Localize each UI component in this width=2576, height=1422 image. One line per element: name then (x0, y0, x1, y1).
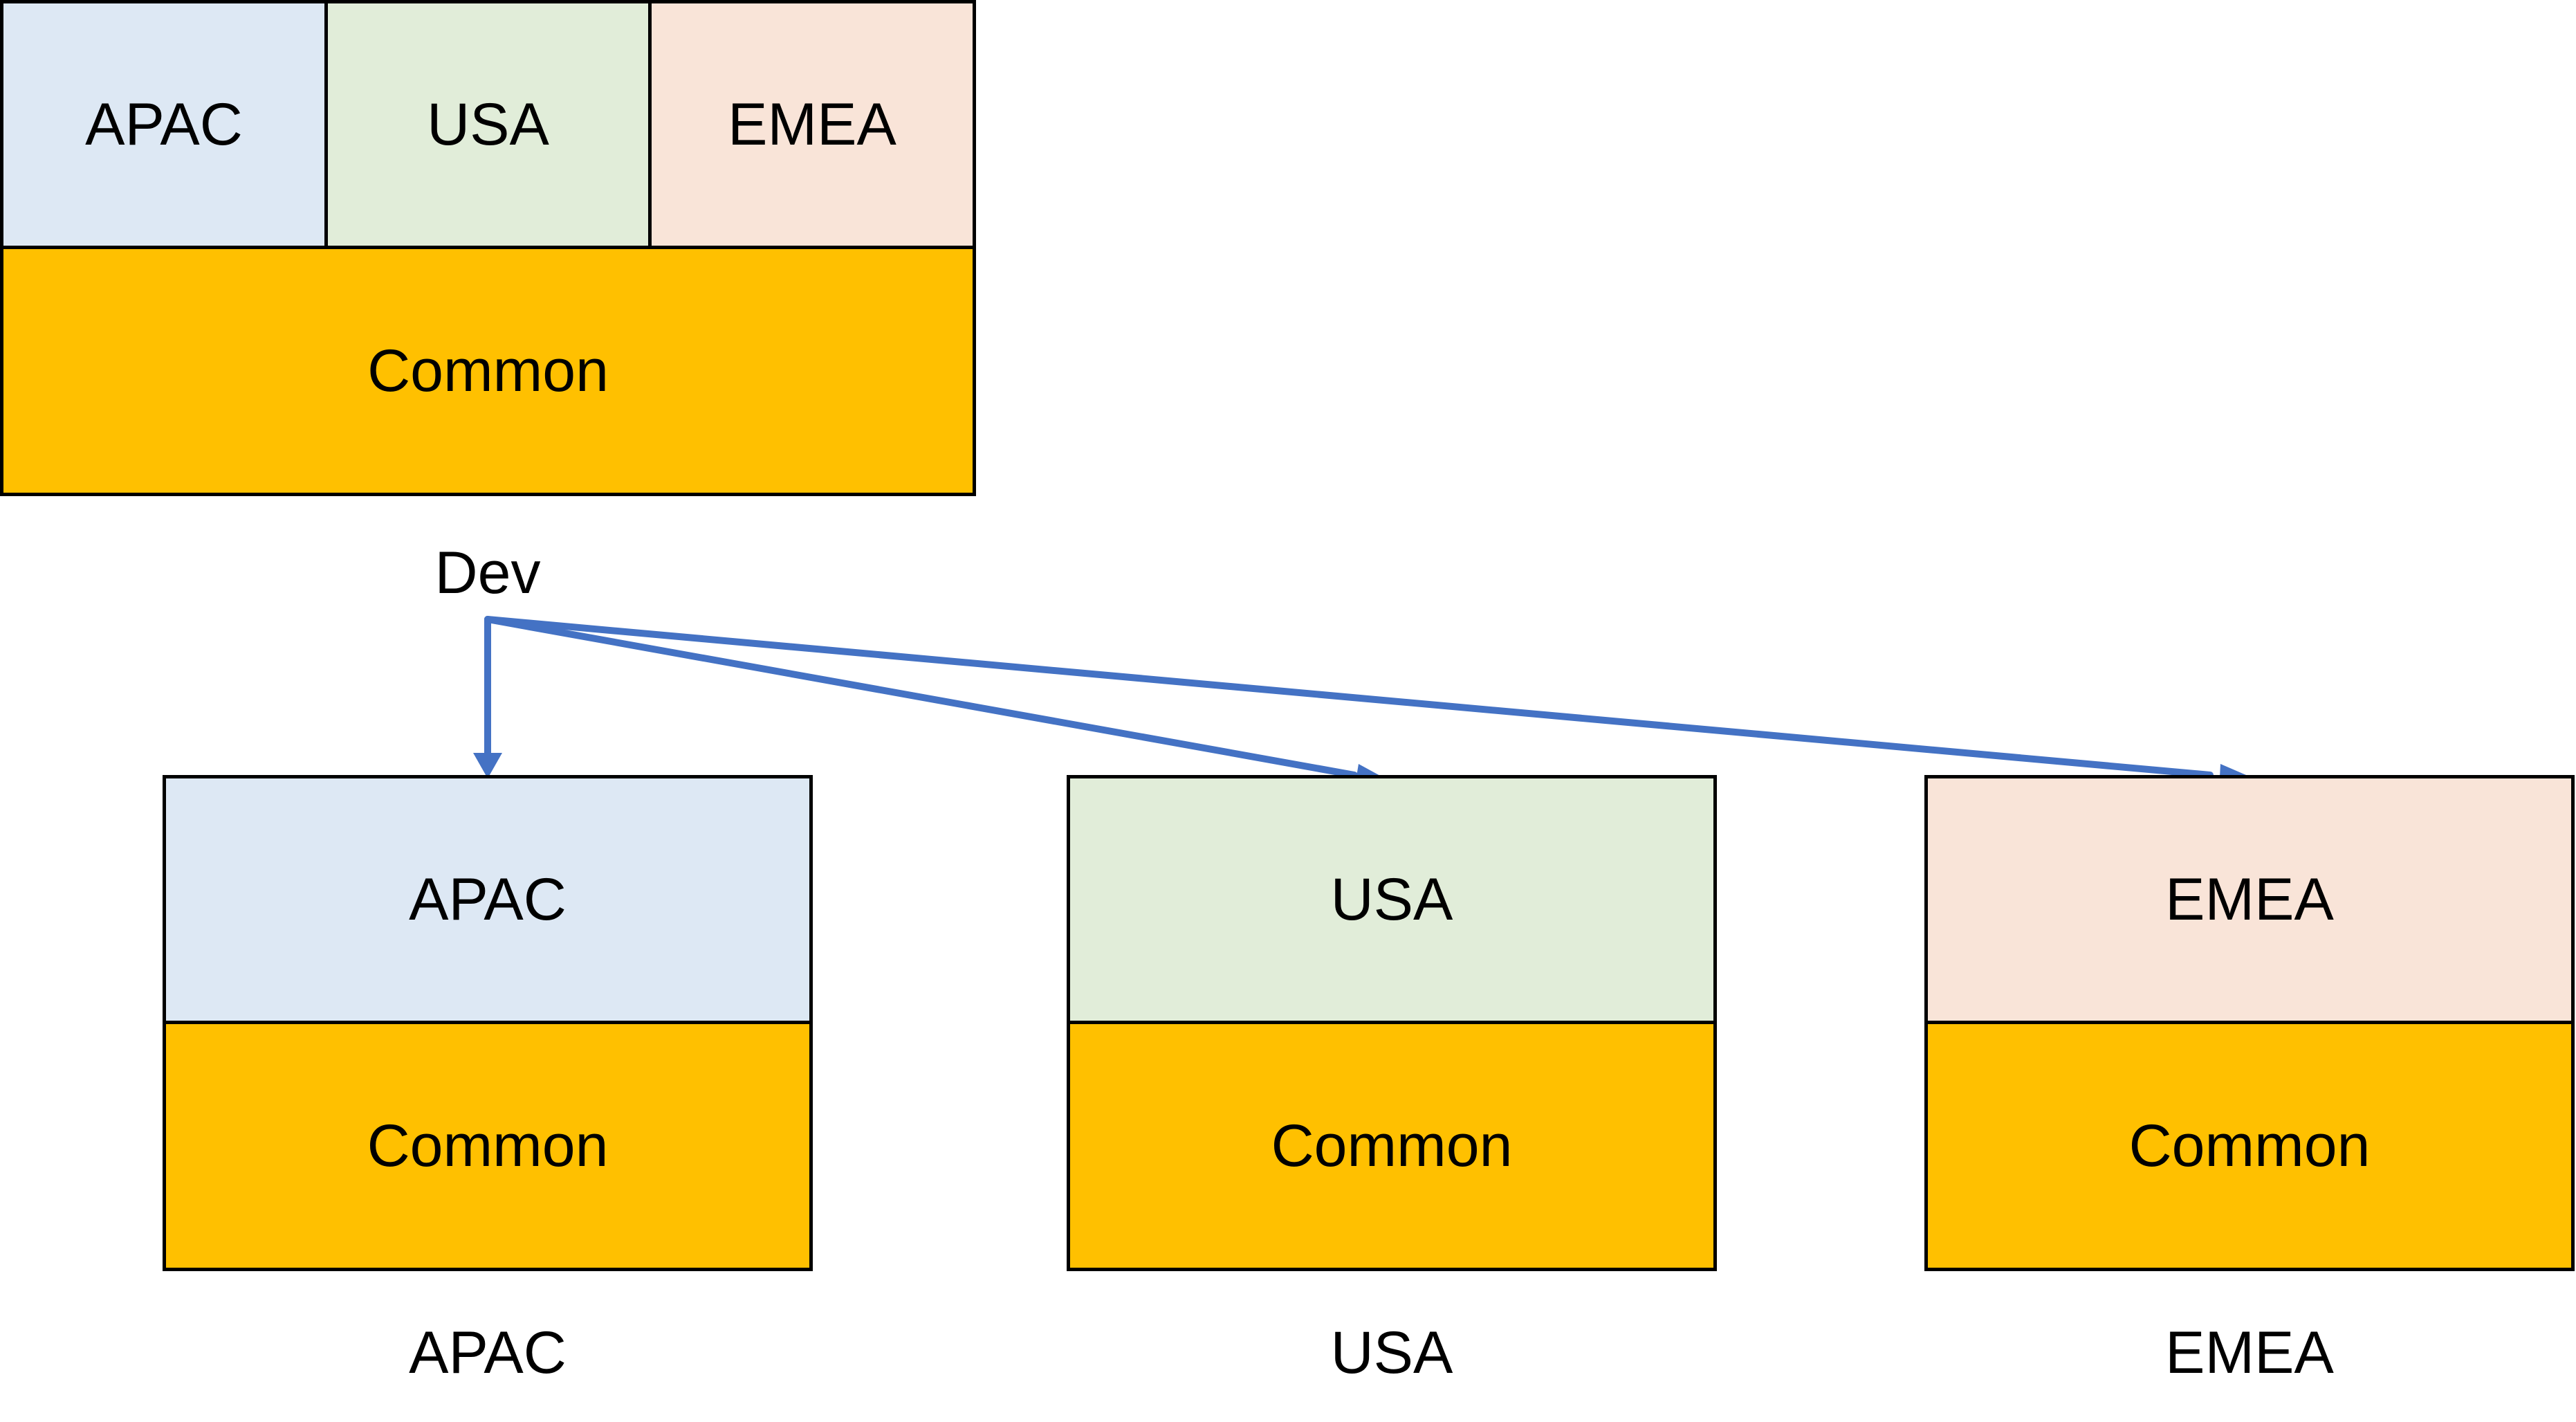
dev-apac-label: APAC (85, 91, 243, 158)
usa-region-block: USA (1067, 775, 1717, 1024)
apac-common-label: Common (367, 1113, 609, 1179)
emea-region-block: EMEA (1924, 775, 2575, 1024)
apac-region-label: APAC (409, 866, 567, 933)
usa-common-block: Common (1067, 1021, 1717, 1271)
dev-emea-label: EMEA (728, 91, 896, 158)
emea-region-label: EMEA (2165, 866, 2334, 933)
dev-common-label: Common (367, 338, 609, 404)
apac-region-block: APAC (163, 775, 813, 1024)
apac-caption: APAC (409, 1320, 567, 1386)
dev-common-block: Common (0, 246, 976, 496)
dev-apac-block: APAC (0, 0, 328, 249)
usa-caption: USA (1330, 1320, 1453, 1386)
usa-common-label: Common (1271, 1113, 1513, 1179)
usa-region-label: USA (1330, 866, 1453, 933)
dev-usa-block: USA (324, 0, 652, 249)
emea-common-label: Common (2128, 1113, 2371, 1179)
arrow-dev-to-emea (484, 616, 2214, 778)
dev-caption: Dev (434, 540, 541, 606)
apac-common-block: Common (163, 1021, 813, 1271)
emea-caption: EMEA (2165, 1320, 2334, 1386)
arrow-dev-to-usa (484, 616, 1358, 778)
emea-common-block: Common (1924, 1021, 2575, 1271)
dev-usa-label: USA (427, 91, 549, 158)
dev-emea-block: EMEA (648, 0, 976, 249)
